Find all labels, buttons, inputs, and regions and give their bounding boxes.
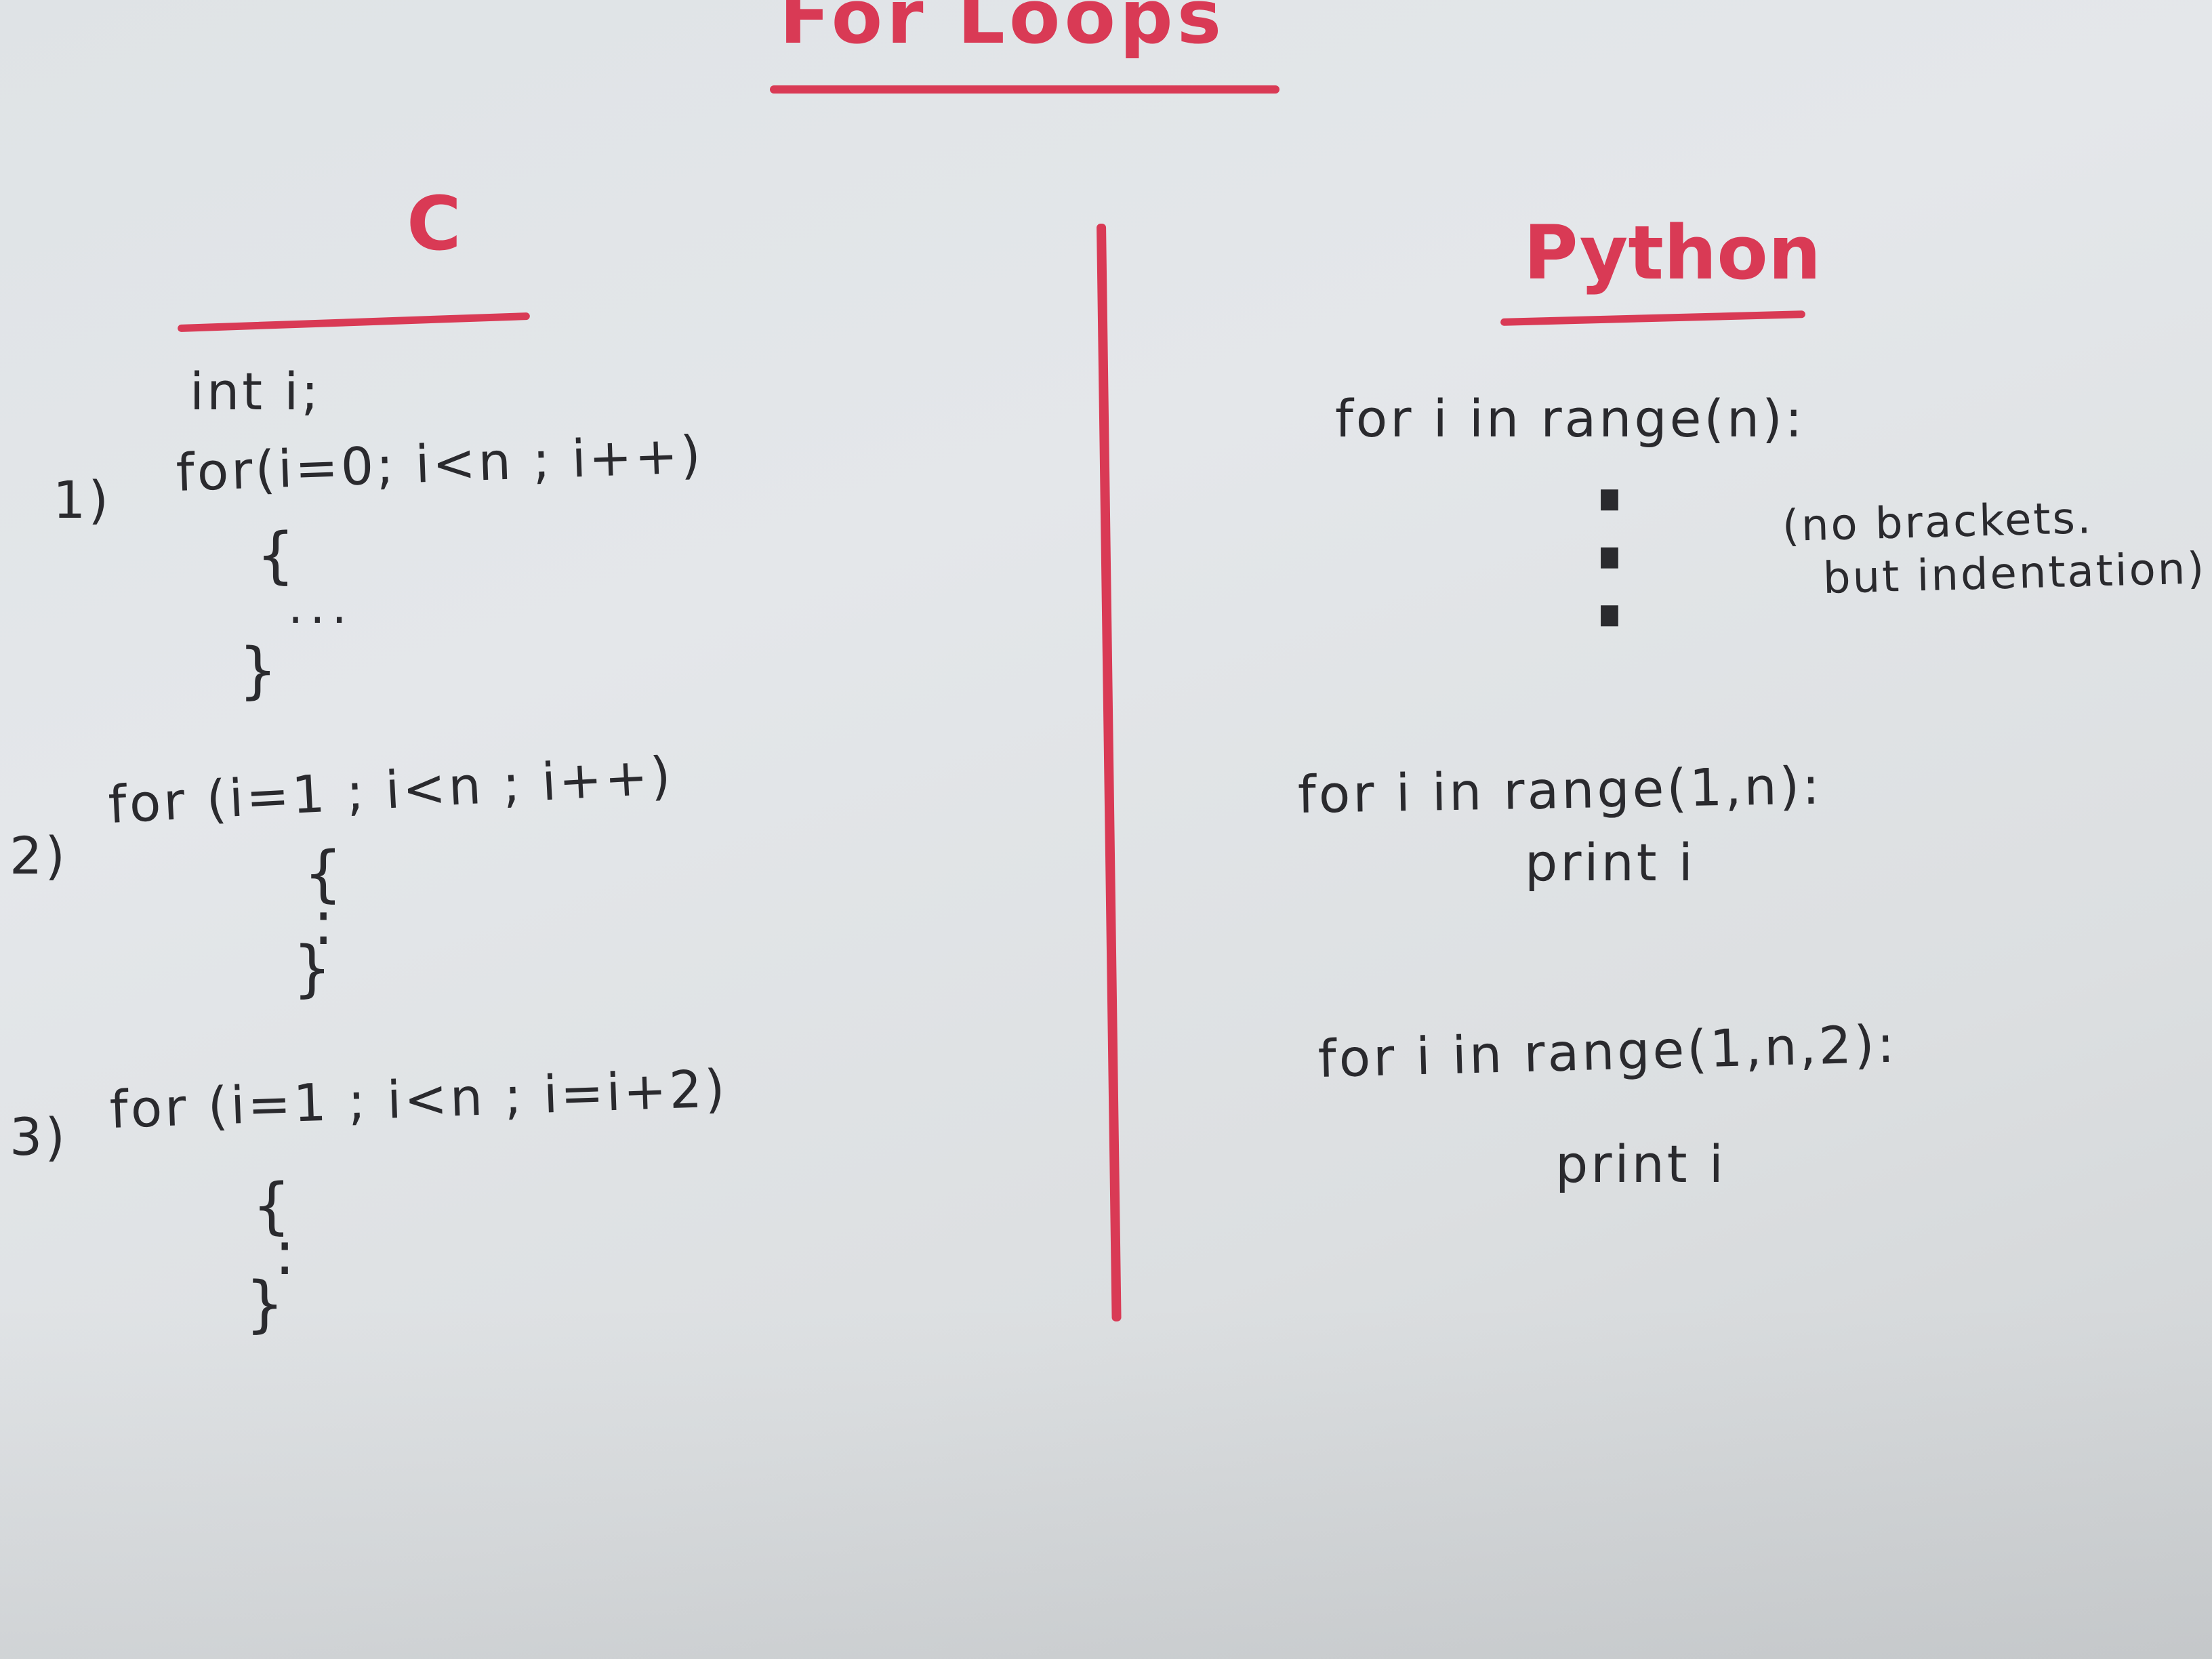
example-number: 1) — [53, 470, 112, 530]
page-title: For Loops — [779, 0, 1226, 60]
c-for-header: for (i=1 ; i<n ; i=i+2) — [108, 1058, 729, 1140]
close-brace: } — [245, 1269, 285, 1340]
note-line-1: (no brackets. — [1782, 493, 2094, 552]
column-divider — [1097, 223, 1122, 1322]
c-for-header: for (i=1 ; i<n ; i++) — [106, 745, 675, 835]
python-print-statement: print i — [1555, 1134, 1726, 1194]
open-brace: { — [304, 838, 343, 909]
python-for-header: for i in range(1,n): — [1297, 755, 1823, 825]
close-brace: } — [239, 635, 278, 706]
open-brace: { — [256, 520, 295, 591]
body-continuation: ⋮ — [1525, 453, 1694, 651]
c-heading: C — [407, 180, 462, 267]
python-heading-underline — [1500, 310, 1806, 326]
python-for-header: for i in range(n): — [1335, 388, 1805, 449]
close-brace: } — [293, 933, 332, 1004]
example-number: 3) — [9, 1107, 68, 1167]
c-heading-underline — [177, 312, 531, 333]
body-continuation: : — [274, 1218, 295, 1289]
open-brace: { — [252, 1170, 291, 1242]
body-ellipsis: ... — [288, 579, 354, 634]
python-for-header: for i in range(1,n,2): — [1317, 1013, 1898, 1089]
paper-shadow — [0, 1307, 2212, 1659]
title-underline — [770, 85, 1279, 94]
c-for-header: for(i=0; i<n ; i++) — [175, 424, 705, 503]
example-number: 2) — [9, 825, 68, 886]
body-continuation: : — [313, 888, 334, 959]
c-declaration: int i; — [190, 361, 321, 422]
python-print-statement: print i — [1525, 832, 1696, 893]
note-line-2: but indentation) — [1822, 544, 2207, 604]
python-heading: Python — [1523, 209, 1822, 296]
